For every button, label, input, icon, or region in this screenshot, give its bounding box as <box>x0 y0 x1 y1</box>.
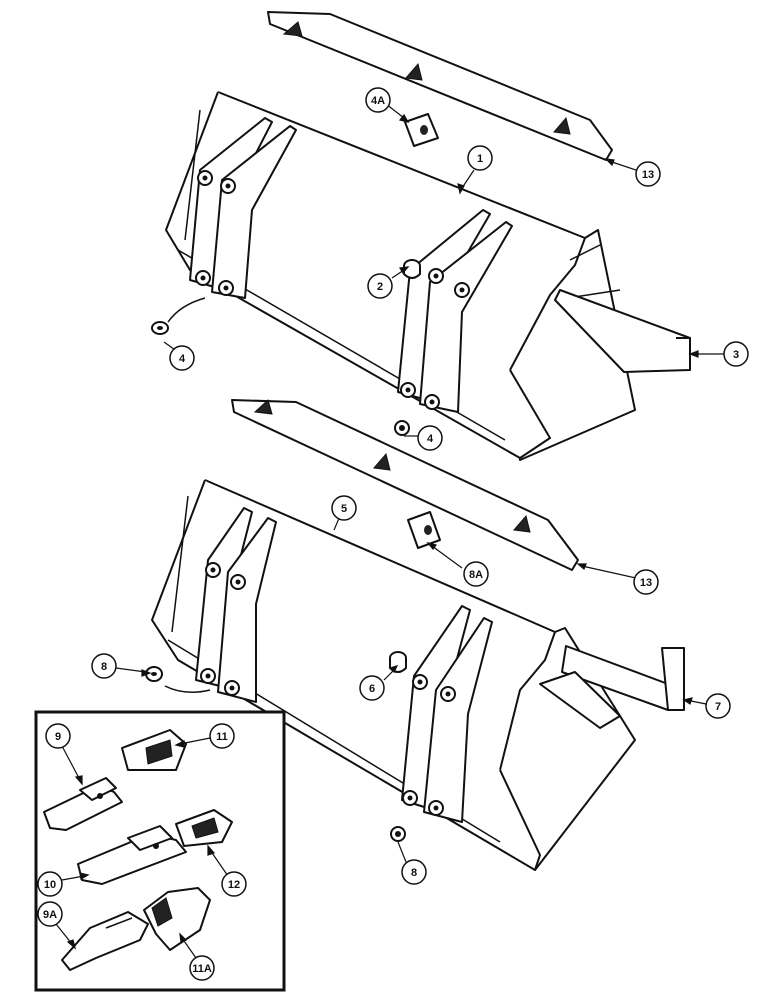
callout-8a: 8A <box>463 561 489 587</box>
top-edge-strip <box>267 11 613 161</box>
lower-bucket <box>145 479 685 871</box>
callout-6: 6 <box>359 675 385 701</box>
callout-9: 9 <box>45 723 71 749</box>
callout-3: 3 <box>723 341 749 367</box>
callout-11: 11 <box>209 723 235 749</box>
svg-text:12: 12 <box>228 879 240 891</box>
svg-text:4A: 4A <box>371 95 385 107</box>
callout-8-left: 8 <box>91 653 117 679</box>
callout-1: 1 <box>467 145 493 171</box>
svg-text:2: 2 <box>377 281 383 293</box>
callout-4a: 4A <box>365 87 391 113</box>
callout-12: 12 <box>221 871 247 897</box>
top-bucket <box>151 91 691 461</box>
svg-text:9A: 9A <box>43 909 57 921</box>
callout-4-left: 4 <box>169 345 195 371</box>
svg-text:8: 8 <box>411 867 417 879</box>
callout-10: 10 <box>37 871 63 897</box>
svg-text:4: 4 <box>179 353 186 365</box>
top-edge-spacer-4a <box>404 113 439 147</box>
svg-text:13: 13 <box>640 577 652 589</box>
middle-edge-strip <box>231 399 579 571</box>
callout-9a: 9A <box>37 901 63 927</box>
callout-8-bottom: 8 <box>401 859 427 885</box>
callout-13-mid: 13 <box>633 569 659 595</box>
svg-text:8A: 8A <box>469 569 483 581</box>
leader-lines <box>55 103 724 959</box>
svg-text:5: 5 <box>341 503 347 515</box>
svg-text:11A: 11A <box>192 963 212 975</box>
callout-11a: 11A <box>189 955 215 981</box>
svg-text:4: 4 <box>427 433 434 445</box>
callout-13-top: 13 <box>635 161 661 187</box>
svg-text:11: 11 <box>216 731 228 743</box>
svg-text:7: 7 <box>715 701 721 713</box>
callout-7: 7 <box>705 693 731 719</box>
svg-text:10: 10 <box>44 879 56 891</box>
callout-4-bottom: 4 <box>417 425 443 451</box>
callout-5: 5 <box>331 495 357 521</box>
svg-text:1: 1 <box>477 153 483 165</box>
svg-text:6: 6 <box>369 683 375 695</box>
svg-text:13: 13 <box>642 169 654 181</box>
middle-edge-spacer-8a <box>407 511 441 549</box>
teeth-inset-box <box>34 710 286 992</box>
svg-text:9: 9 <box>55 731 61 743</box>
svg-text:8: 8 <box>101 661 107 673</box>
svg-text:3: 3 <box>733 349 739 361</box>
callout-2: 2 <box>367 273 393 299</box>
